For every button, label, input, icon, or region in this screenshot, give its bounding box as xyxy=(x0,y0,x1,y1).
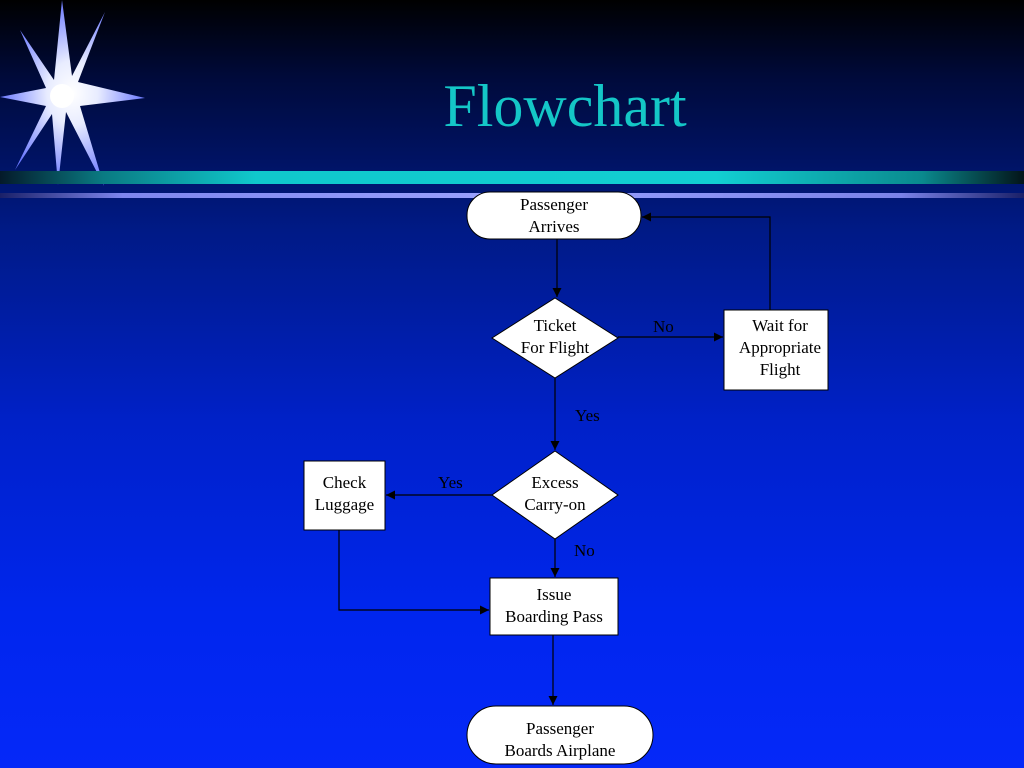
edge-label-carryon-yes: Yes xyxy=(438,473,463,492)
edge-label-ticket-no: No xyxy=(653,317,674,336)
ticket-decision-label: Ticket For Flight xyxy=(520,316,590,357)
end-label: Passenger Boards Airplane xyxy=(504,719,616,760)
connector-luggage-to-pass xyxy=(338,530,489,615)
issue-pass-label: Issue Boarding Pass xyxy=(505,585,603,626)
wait-label: Wait for Appropriate Flight xyxy=(738,316,822,379)
start-terminator xyxy=(466,191,642,240)
check-luggage-box xyxy=(303,460,386,531)
start-label: Passenger Arrives xyxy=(520,195,588,236)
connector-wait-return xyxy=(642,212,771,310)
slide-title: Flowchart xyxy=(443,73,687,139)
end-terminator xyxy=(466,705,654,765)
issue-pass-box xyxy=(489,577,619,636)
starburst-icon xyxy=(0,0,145,186)
edge-label-ticket-yes: Yes xyxy=(575,406,600,425)
edge-label-carryon-no: No xyxy=(574,541,595,560)
check-luggage-label: Check Luggage xyxy=(314,473,375,514)
divider-bar-teal xyxy=(0,171,1024,184)
carryon-decision-label: Excess Carry-on xyxy=(524,473,586,514)
wait-process-box xyxy=(723,309,829,391)
